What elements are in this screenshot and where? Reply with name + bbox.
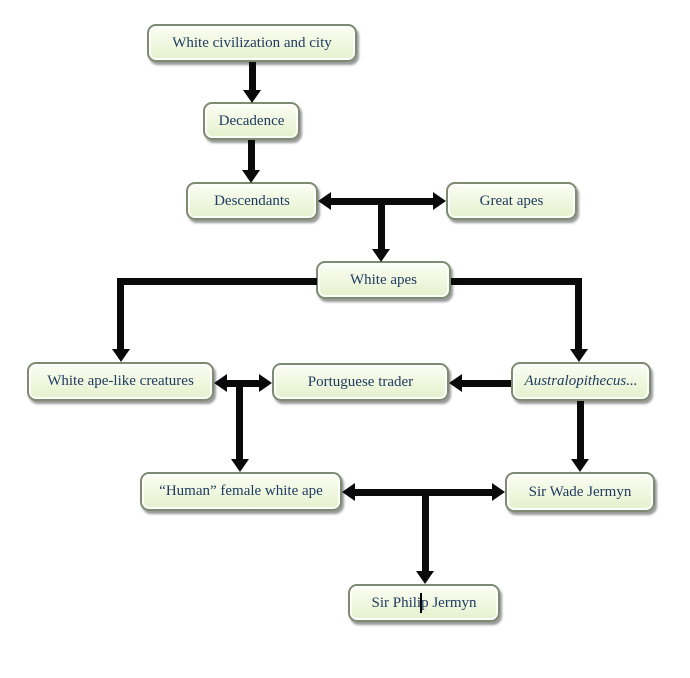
arrow-decadence-descendants-head-icon[interactable]: [242, 170, 260, 183]
node-label: Sir Wade Jermyn: [528, 483, 632, 500]
node-label: Sir Philip Jermyn: [371, 594, 477, 611]
arrow-australopithecus-wade-head-icon[interactable]: [571, 459, 589, 472]
arrow-whiteapes-creatures-head-icon[interactable]: [112, 349, 130, 362]
node-label: Great apes: [479, 192, 544, 209]
arrow-australopithecus-trader-head-icon[interactable]: [449, 374, 462, 392]
node-label: Decadence: [218, 112, 285, 129]
node-label: White civilization and city: [172, 34, 332, 51]
arrow-civilization-decadence-stem[interactable]: [249, 62, 256, 92]
node-portuguese-trader[interactable]: Portuguese trader: [272, 363, 449, 401]
arrow-branch-whiteapes-stem[interactable]: [378, 198, 385, 250]
arrow-creatures-trader-right-head-icon[interactable]: [259, 374, 272, 392]
text-cursor: [420, 593, 422, 613]
node-white-ape-like-creatures[interactable]: White ape-like creatures: [27, 362, 214, 401]
arrow-whiteapes-creatures-vline[interactable]: [117, 278, 124, 350]
node-descendants[interactable]: Descendants: [186, 182, 318, 220]
node-human-female-white-ape[interactable]: “Human” female white ape: [140, 472, 342, 511]
node-label: “Human” female white ape: [159, 483, 323, 500]
node-label: Descendants: [214, 192, 290, 209]
arrow-humanfemale-wade-left-head-icon[interactable]: [342, 483, 355, 501]
node-australopithecus[interactable]: Australopithecus...: [511, 362, 651, 401]
arrow-branch-humanfemale-stem[interactable]: [236, 380, 243, 460]
arrow-australopithecus-wade-stem[interactable]: [577, 401, 584, 460]
node-label: Australopithecus...: [524, 373, 638, 390]
arrow-descendants-greatapes-left-head-icon[interactable]: [318, 192, 331, 210]
arrow-branch-humanfemale-head-icon[interactable]: [231, 459, 249, 472]
node-decadence[interactable]: Decadence: [203, 102, 300, 140]
arrow-whiteapes-australopithecus-head-icon[interactable]: [570, 349, 588, 362]
arrow-branch-philip-head-icon[interactable]: [416, 571, 434, 584]
arrow-whiteapes-australopithecus-hline[interactable]: [451, 278, 582, 285]
arrow-humanfemale-wade-right-head-icon[interactable]: [492, 483, 505, 501]
arrow-decadence-descendants-stem[interactable]: [248, 140, 255, 171]
node-white-civilization[interactable]: White civilization and city: [147, 24, 357, 62]
arrow-creatures-trader-left-head-icon[interactable]: [214, 374, 227, 392]
node-sir-philip-jermyn[interactable]: Sir Philip Jermyn: [348, 584, 500, 622]
node-great-apes[interactable]: Great apes: [446, 182, 577, 220]
node-label: White apes: [349, 271, 418, 288]
arrow-branch-philip-stem[interactable]: [422, 489, 429, 572]
node-label: White ape-like creatures: [47, 373, 194, 390]
arrow-australopithecus-trader-line[interactable]: [461, 380, 511, 387]
arrow-creatures-trader-line[interactable]: [226, 380, 260, 387]
arrow-descendants-greatapes-right-head-icon[interactable]: [433, 192, 446, 210]
arrow-whiteapes-australopithecus-vline[interactable]: [575, 278, 582, 350]
arrow-whiteapes-creatures-hline[interactable]: [117, 278, 317, 285]
node-sir-wade-jermyn[interactable]: Sir Wade Jermyn: [505, 472, 655, 512]
arrow-civilization-decadence-head-icon[interactable]: [243, 90, 261, 103]
node-label: Portuguese trader: [307, 373, 414, 390]
node-white-apes[interactable]: White apes: [316, 261, 451, 299]
arrow-branch-whiteapes-head-icon[interactable]: [372, 249, 390, 262]
